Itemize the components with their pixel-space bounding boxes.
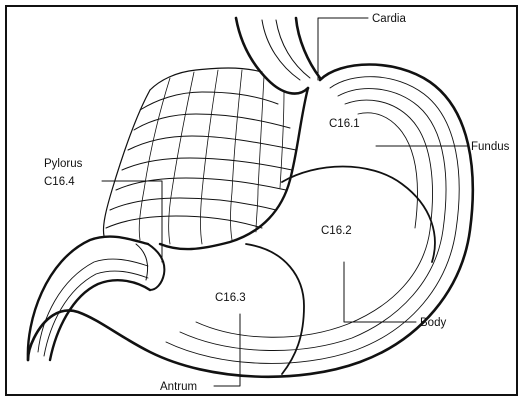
region-code-c161: C16.1: [329, 118, 360, 130]
boundary-fundus-body: [282, 167, 435, 263]
leader-body: [344, 262, 416, 322]
boundary-body-antrum: [246, 244, 304, 374]
omentum-folds: [103, 68, 296, 244]
label-cardia: Cardia: [372, 13, 406, 25]
wall-line-4: [358, 113, 417, 228]
duodenum-lower-wall: [50, 280, 150, 360]
label-fundus: Fundus: [471, 141, 510, 153]
label-antrum: Antrum: [160, 381, 197, 393]
region-code-c162: C16.2: [321, 225, 352, 237]
leader-cardia: [318, 18, 368, 80]
greater-curvature: [28, 65, 473, 377]
esophagus-inner-line: [262, 20, 300, 80]
wall-line-2: [180, 89, 446, 351]
label-body: Body: [420, 317, 446, 329]
wall-line-1: [166, 77, 459, 364]
region-code-c163: C16.3: [215, 292, 246, 304]
label-pylorus: Pylorus: [44, 158, 83, 170]
label-pylorus-code: C16.4: [44, 176, 75, 188]
